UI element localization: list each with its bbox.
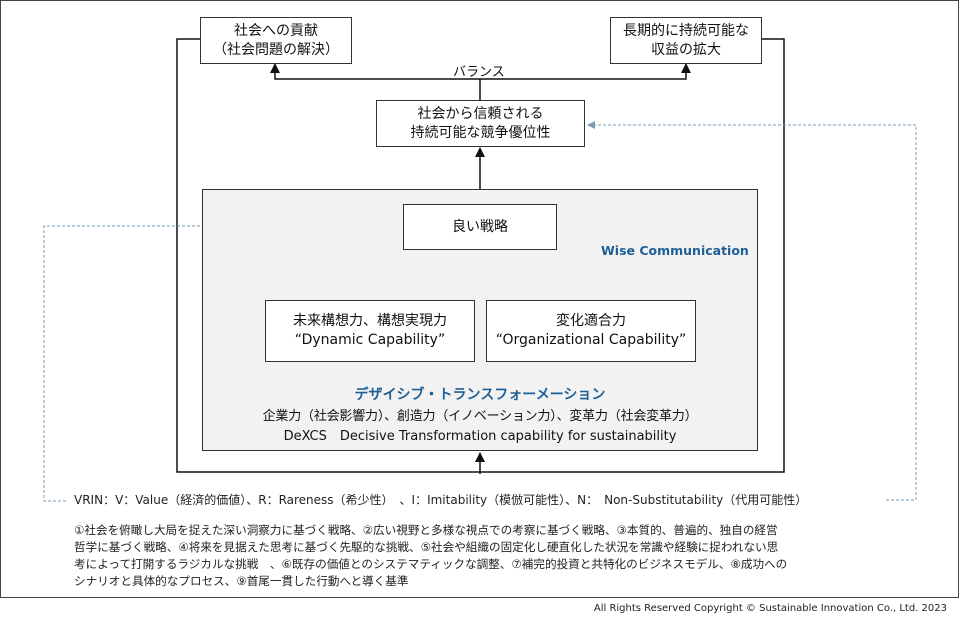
organizational-capability-line2: “Organizational Capability” [495, 332, 687, 348]
long-term-profit-line2: 収益の拡大 [651, 41, 721, 58]
organizational-capability-line1: 変化適合力 [556, 313, 626, 329]
criteria-line-1: ①社会を俯瞰し大局を捉えた深い洞察力に基づく戦略、②広い視野と多様な視点での考察… [74, 523, 778, 537]
dx-title: デザイシブ・トランスフォーメーション [354, 387, 606, 403]
dynamic-capability-line1: 未来構想力、構想実現力 [293, 313, 447, 329]
dynamic-capability-box: 未来構想力、構想実現力 “Dynamic Capability” [265, 300, 475, 362]
social-contribution-box: 社会への貢献 （社会問題の解決） [200, 17, 352, 64]
copyright-text: All Rights Reserved Copyright © Sustaina… [593, 603, 947, 614]
competitive-advantage-line1: 社会から信頼される [417, 105, 544, 122]
criteria-line-2: 哲学に基づく戦略、④将来を見据えた思考に基づく先駆的な挑戦、⑤社会や組織の固定化… [74, 540, 779, 554]
balance-label: バランス [453, 65, 505, 80]
competitive-advantage-line2: 持続可能な競争優位性 [410, 124, 551, 141]
vrin-definition: VRIN：V：Value（経済的価値）、R：Rareness（希少性） 、I：I… [74, 493, 808, 507]
good-strategy-label: 良い戦略 [452, 218, 508, 235]
social-contribution-line2: （社会問題の解決） [213, 41, 339, 58]
diagram-frame [0, 0, 959, 598]
wise-communication-label: Wise Communication [601, 243, 749, 258]
criteria-line-4: シナリオと具体的なプロセス、⑨首尾一貫した行動へと導く基準 [74, 574, 409, 588]
organizational-capability-box: 変化適合力 “Organizational Capability” [486, 300, 696, 362]
dynamic-capability-line2: “Dynamic Capability” [294, 332, 446, 348]
long-term-profit-box: 長期的に持続可能な 収益の拡大 [610, 17, 762, 64]
criteria-line-3: 考によって打開するラジカルな挑戦 、⑥既存の価値とのシステマティックな調整、⑦補… [74, 557, 788, 571]
dx-line2: DeXCS Decisive Transformation capability… [283, 429, 677, 444]
strategy-criteria-notes: ①社会を俯瞰し大局を捉えた深い洞察力に基づく戦略、②広い視野と多様な視点での考察… [74, 522, 787, 590]
long-term-profit-line1: 長期的に持続可能な [623, 22, 749, 39]
competitive-advantage-box: 社会から信頼される 持続可能な競争優位性 [376, 100, 585, 147]
social-contribution-line1: 社会への貢献 [234, 22, 318, 39]
dx-line1: 企業力（社会影響力）、創造力（イノベーション力）、変革力（社会変革力） [262, 409, 698, 424]
good-strategy-box: 良い戦略 [403, 204, 557, 250]
